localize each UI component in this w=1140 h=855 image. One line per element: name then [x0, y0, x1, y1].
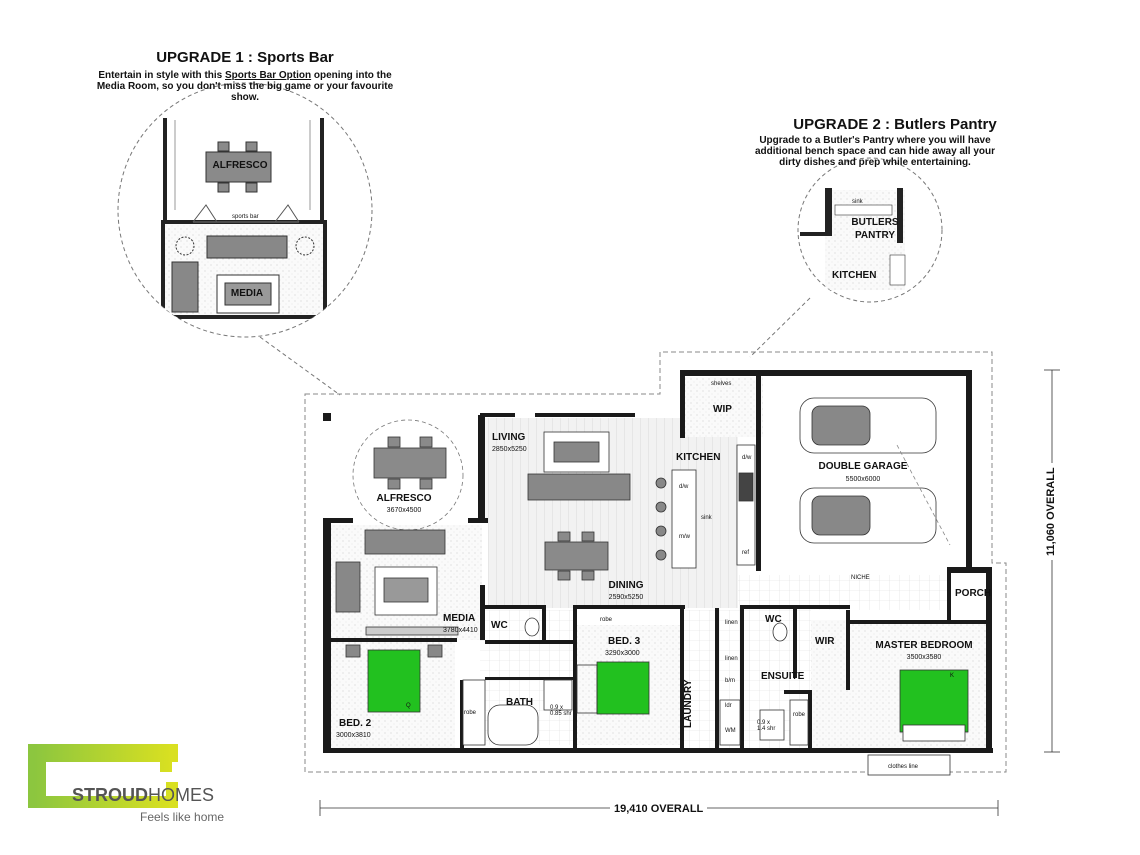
label-bed-q: Q — [406, 703, 411, 709]
room-bed3: BED. 3 — [608, 636, 641, 647]
upgrade2-sink-label: sink — [852, 199, 863, 205]
room-wc-2: WC — [765, 614, 782, 625]
room-alfresco-dim: 3670x4500 — [386, 507, 422, 514]
furniture — [335, 397, 969, 776]
label-bm: b/m — [725, 678, 736, 684]
label-robe-bed3: robe — [600, 617, 613, 623]
room-bed3-dim: 3290x3000 — [605, 650, 640, 657]
label-microwave: m/w — [679, 534, 690, 540]
room-bath: BATH — [506, 697, 534, 708]
room-media-dim: 3780x4410 — [443, 627, 478, 634]
room-wir: WIR — [815, 636, 835, 647]
room-double-garage: DOUBLE GARAGE — [818, 461, 908, 472]
label-robe-bed2: robe — [464, 710, 477, 716]
room-alfresco: ALFRESCO — [376, 493, 432, 504]
upgrade2-detail — [749, 157, 943, 358]
label-shelves: shelves — [711, 381, 732, 387]
label-wm: WM — [725, 728, 736, 734]
room-master-bedroom: MASTER BEDROOM — [875, 640, 973, 651]
room-wc-1: WC — [491, 620, 508, 631]
room-living: LIVING — [492, 432, 526, 443]
brand-name-bold: STROUD — [72, 785, 148, 805]
room-bed2: BED. 2 — [339, 718, 372, 729]
room-bed2-dim: 3000x3810 — [336, 732, 371, 739]
label-linen-1: linen — [725, 620, 738, 626]
label-robe-master: robe — [793, 712, 806, 718]
upgrade1-desc-b: opening into the Media Room, so you don'… — [96, 70, 394, 103]
upgrade1-detail — [117, 82, 373, 396]
room-porch: PORCH — [955, 588, 992, 599]
upgrade1-title: UPGRADE 1 : Sports Bar — [156, 49, 334, 66]
floor-fills — [325, 377, 990, 750]
upgrade1-alfresco-label: ALFRESCO — [212, 160, 268, 171]
label-bed-k: K — [950, 673, 955, 679]
room-laundry: LAUNDRY — [683, 679, 694, 728]
room-media: MEDIA — [443, 613, 476, 624]
label-clothes-line: clothes line — [888, 764, 919, 770]
label-dishwasher: d/w — [679, 484, 689, 490]
upgrade2-kitchen-label: KITCHEN — [832, 270, 877, 281]
overall-width: 19,410 OVERALL — [610, 803, 708, 815]
room-wip: WIP — [713, 404, 732, 415]
upgrade2-butlers-label: BUTLERS — [851, 217, 899, 228]
walls — [323, 370, 993, 753]
brand-tagline: Feels like home — [140, 810, 225, 824]
room-ensuite: ENSUITE — [761, 671, 805, 682]
brand-name: STROUDHOMES — [72, 785, 214, 806]
room-dining-dim: 2590x5250 — [608, 594, 644, 601]
label-fridge: ref — [742, 550, 750, 556]
room-double-garage-dim: 5500x6000 — [845, 476, 881, 483]
overall-depth: 11,060 OVERALL — [1045, 463, 1057, 560]
label-shower-ensuite: 0.9 x 1.4 shr — [757, 720, 776, 732]
upgrade2-pantry-label: PANTRY — [855, 230, 895, 241]
upgrade1-desc-a: Entertain in style with this — [98, 70, 225, 81]
label-dishwasher-2: d/w — [742, 455, 752, 461]
upgrade1-media-label: MEDIA — [230, 288, 264, 299]
label-ldr: ldr — [725, 703, 732, 709]
room-living-dim: 2850x5250 — [492, 446, 527, 453]
label-kitchen-sink: sink — [701, 515, 712, 521]
room-dining: DINING — [608, 580, 644, 591]
label-shower-bath: 0.9 x 0.85 shr — [550, 705, 572, 717]
stroud-logo — [28, 744, 178, 808]
sports-bar-option-link[interactable]: Sports Bar Option — [225, 70, 312, 81]
upgrade1-description: Entertain in style with this Sports Bar … — [95, 70, 395, 103]
brand-name-light: HOMES — [148, 785, 215, 805]
upgrade1-sports-bar-label: sports bar — [232, 214, 259, 220]
upgrade2-description: Upgrade to a Butler's Pantry where you w… — [754, 135, 996, 168]
room-master-bedroom-dim: 3500x3580 — [906, 654, 942, 661]
upgrade2-title: UPGRADE 2 : Butlers Pantry — [793, 116, 997, 133]
room-kitchen: KITCHEN — [676, 452, 721, 463]
label-niche: NICHE — [851, 575, 870, 581]
label-linen-2: linen — [725, 656, 738, 662]
